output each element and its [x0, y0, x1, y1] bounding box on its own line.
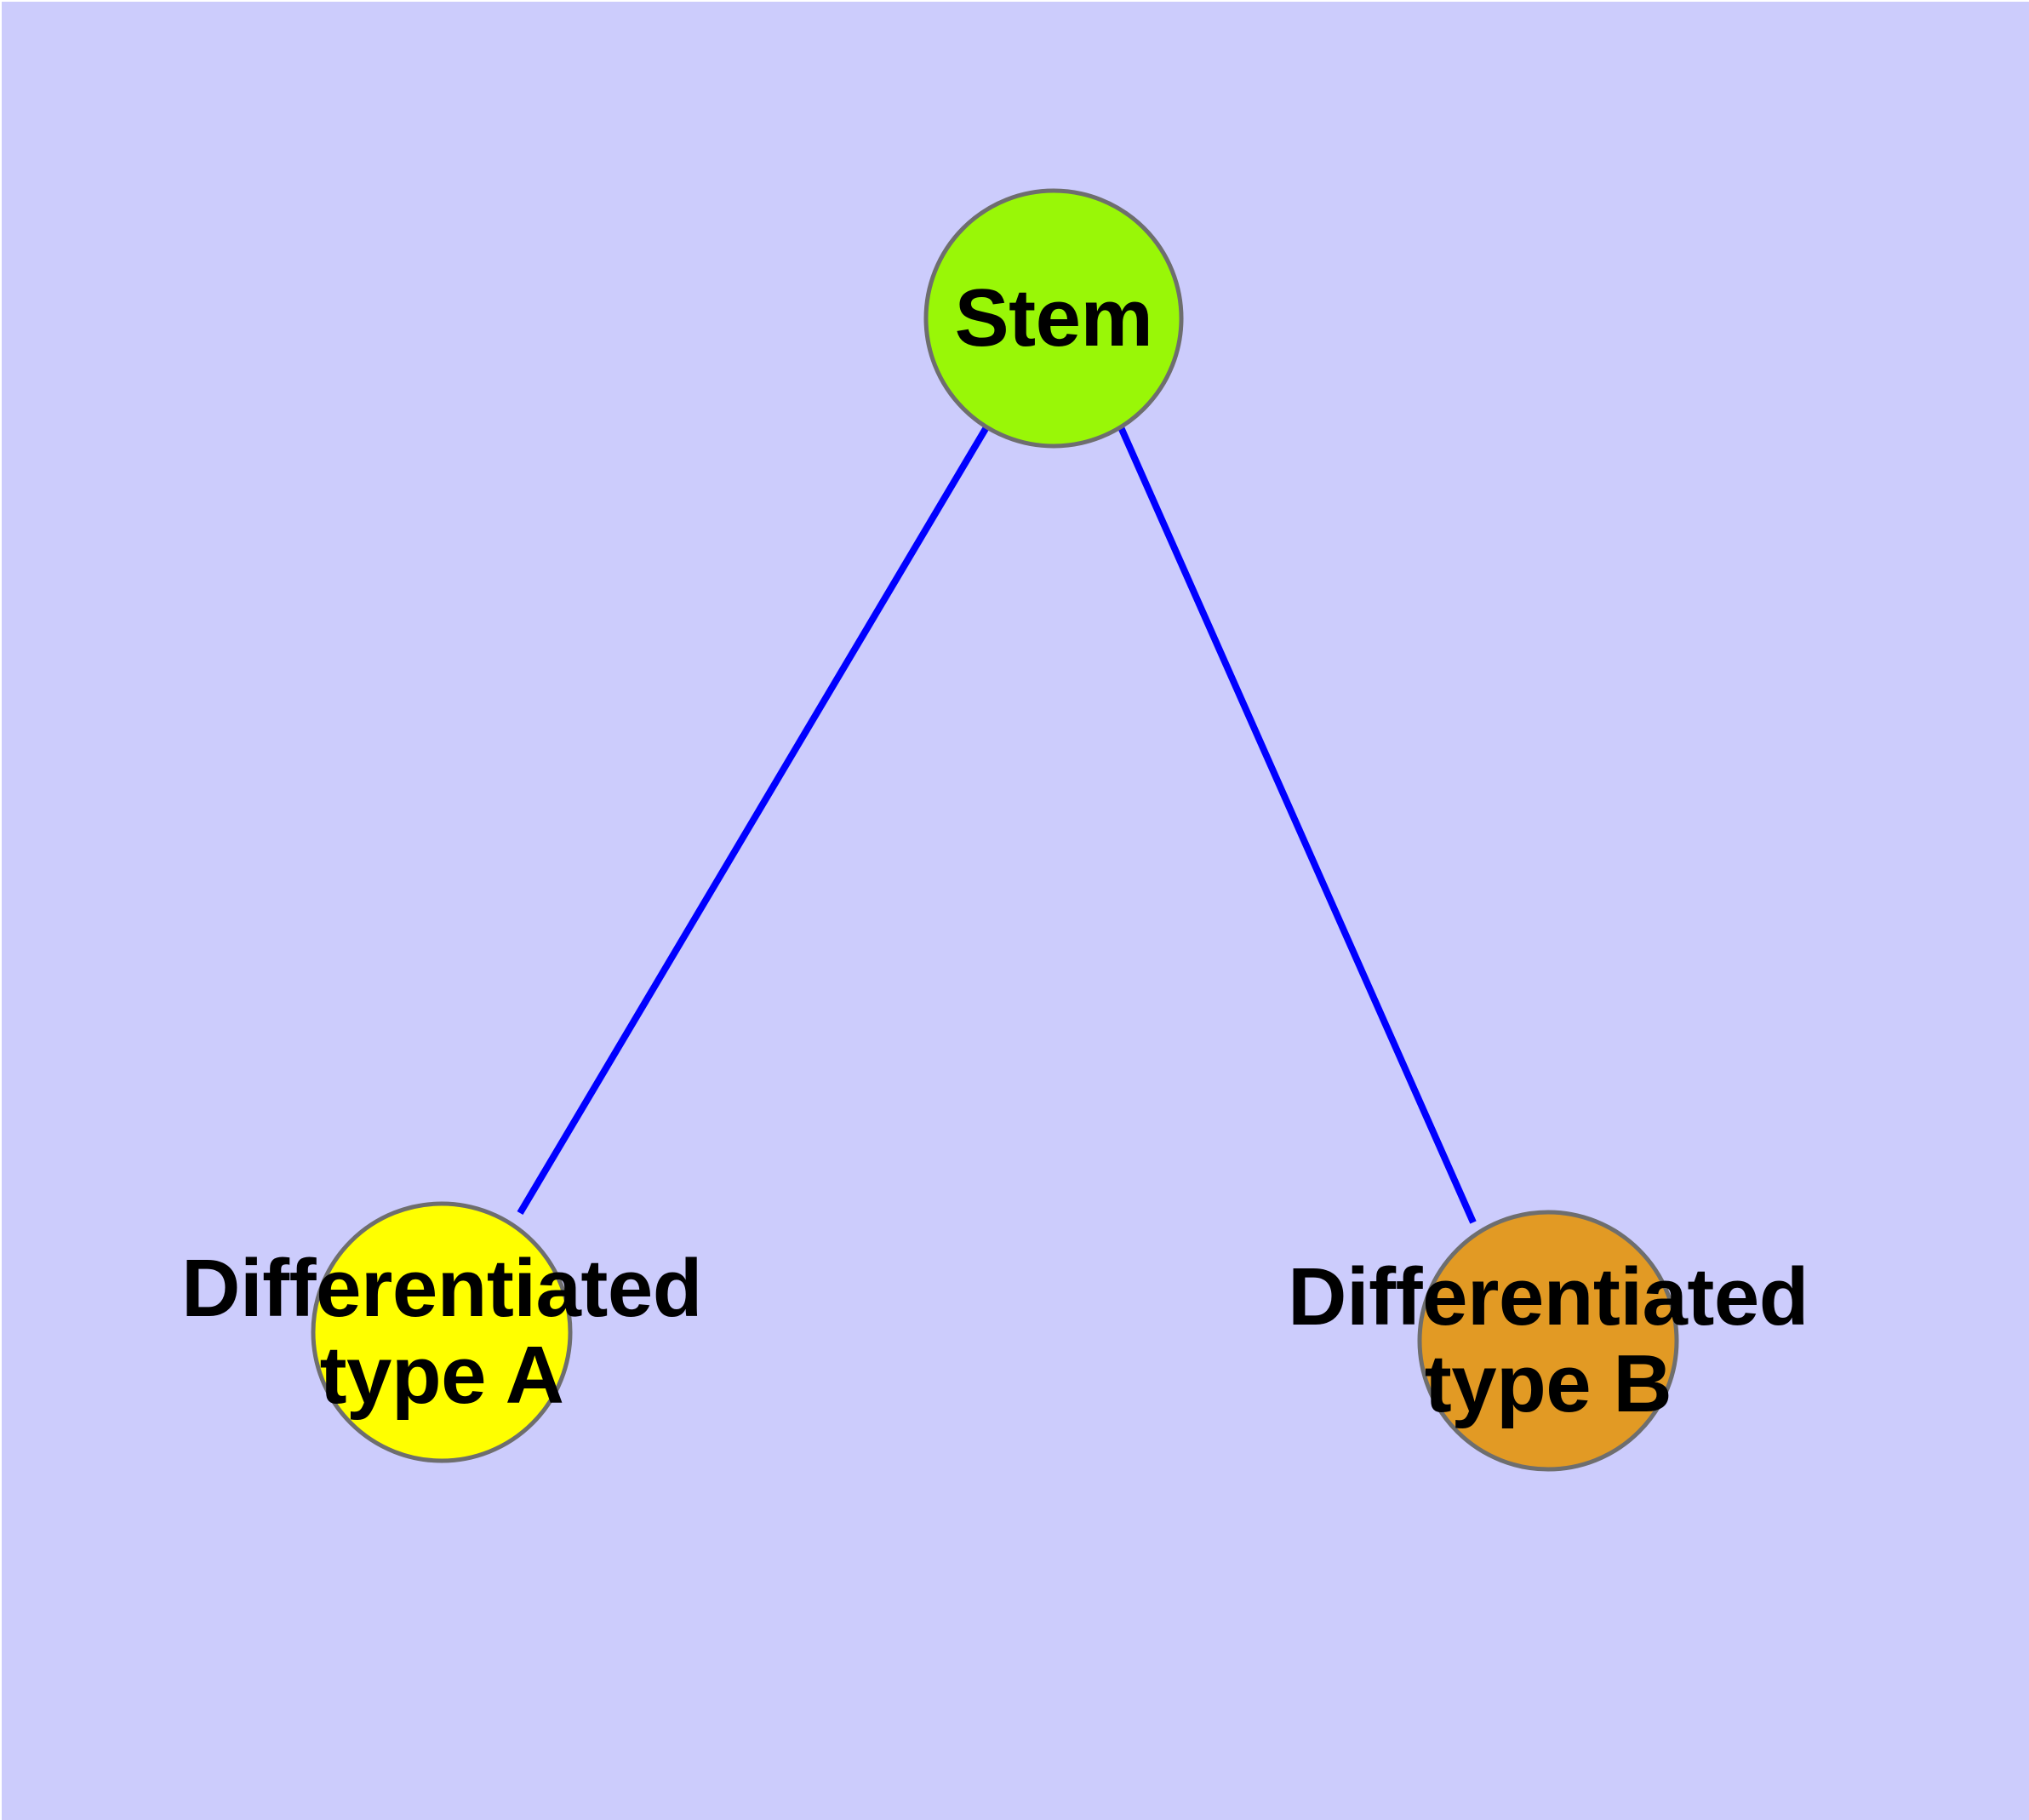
edge-stem-to-a[interactable]: [517, 425, 990, 1216]
edge-stem-to-b[interactable]: [1117, 426, 1477, 1224]
nodes-group: [311, 188, 1679, 1472]
node-diff-type-b[interactable]: [1417, 1210, 1679, 1472]
edges-group: [517, 425, 1477, 1224]
node-stem[interactable]: [923, 188, 1184, 449]
node-diff-type-a[interactable]: [311, 1201, 573, 1463]
